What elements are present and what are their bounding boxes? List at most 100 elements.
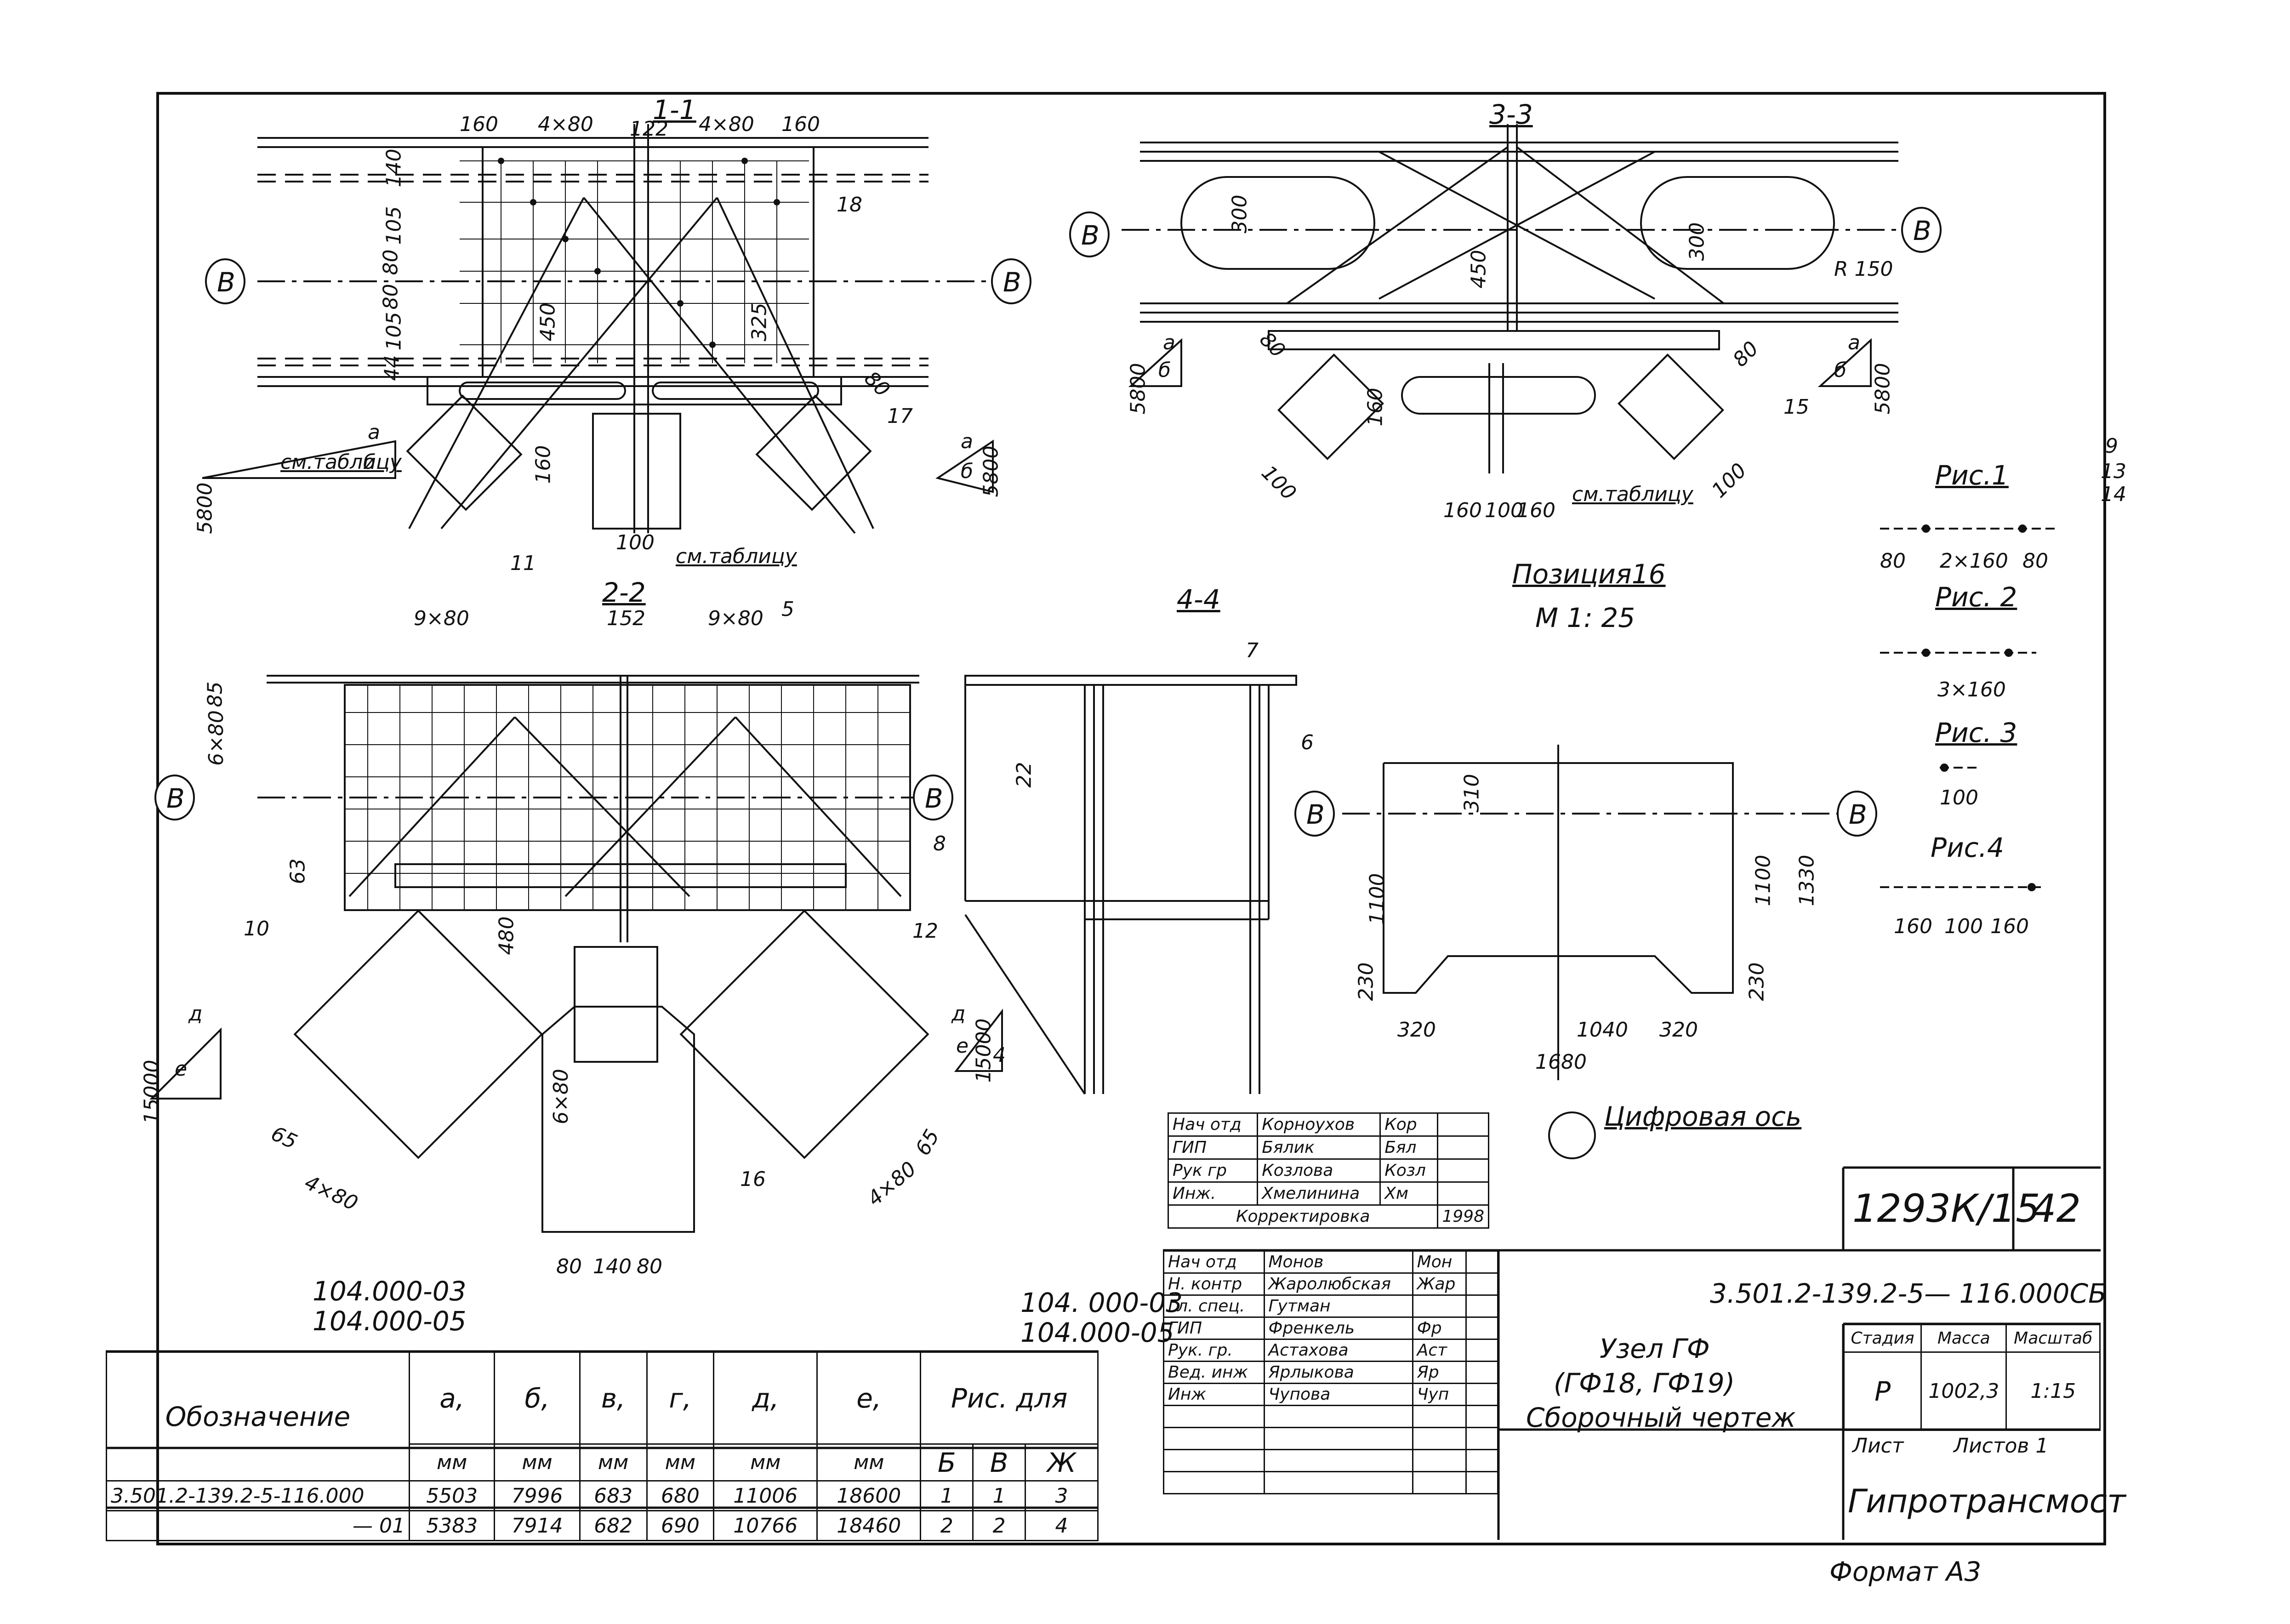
- triangle-v: 5800: [1871, 363, 1895, 415]
- dim: 1330: [1795, 855, 1819, 906]
- callout: 12: [912, 919, 938, 943]
- section-1-1: 1-1: [653, 94, 696, 125]
- dim: 160: [1443, 499, 1482, 522]
- approval-name: Жаролюбская: [1263, 1272, 1413, 1296]
- axis-mark: В: [1003, 267, 1021, 298]
- dim: 80: [379, 284, 403, 310]
- see-table-note: см.таблицу: [676, 545, 797, 568]
- approval-signature: Аст: [1412, 1339, 1467, 1362]
- dim: 480: [495, 916, 518, 955]
- callout: 15: [1783, 395, 1809, 419]
- dim: 300: [1228, 194, 1252, 234]
- ref-drawing: 104.000-03: [313, 1276, 467, 1307]
- mass-value: 1002,3: [1920, 1351, 2007, 1431]
- approval-signature: Яр: [1412, 1361, 1467, 1384]
- triangle-b: б: [961, 460, 974, 483]
- dim: 80: [637, 1255, 662, 1278]
- dim: 100: [1940, 786, 1978, 809]
- dim: 230: [1745, 962, 1769, 1001]
- approval-role: Гл. спец.: [1163, 1294, 1265, 1318]
- drawing-frame: [156, 92, 2106, 1545]
- triangle-b: б: [1834, 359, 1847, 382]
- document-code: 3.501.2-139.2-5— 116.000СБ: [1710, 1278, 2107, 1309]
- axis-mark: В: [1306, 799, 1325, 830]
- approval-signature: Хм: [1379, 1181, 1439, 1206]
- approval-role: Нач отд: [1163, 1250, 1265, 1274]
- dim: 160: [781, 113, 820, 136]
- approval-role: Вед. инж: [1163, 1361, 1265, 1384]
- dim: 80: [556, 1255, 582, 1278]
- triangle-a: д: [188, 1002, 203, 1026]
- dim: 2×160: [1940, 549, 2008, 573]
- spec-table: Обозначение а, б, в, г, д, е, Рис. для м…: [106, 1351, 1099, 1541]
- callout: 16: [740, 1168, 766, 1191]
- dim: 4×80: [699, 113, 754, 136]
- dim: 63: [286, 858, 310, 884]
- approval-signature: Фр: [1412, 1316, 1467, 1340]
- drawing-title-1: Узел ГФ: [1600, 1333, 1710, 1364]
- dim: 320: [1659, 1018, 1698, 1042]
- scale-label: Масштаб: [2005, 1324, 2101, 1353]
- dim: 122: [630, 117, 668, 141]
- spec-header-col: е,: [816, 1351, 922, 1445]
- spec-cell: 5383: [408, 1510, 496, 1541]
- approval-name: Астахова: [1263, 1339, 1413, 1362]
- triangle-a: а: [368, 421, 380, 444]
- spec-cell: 7996: [494, 1480, 581, 1511]
- dim: 450: [1467, 250, 1491, 289]
- drawing-title-3: Сборочный чертеж: [1526, 1402, 1796, 1433]
- spec-cell: 18460: [816, 1510, 922, 1541]
- spec-header-col: б,: [494, 1351, 581, 1445]
- dim: 160: [1990, 915, 2029, 938]
- dim: 325: [747, 302, 771, 342]
- callout: 11: [510, 552, 536, 575]
- spec-unit: мм: [816, 1443, 922, 1482]
- dim: 450: [536, 302, 560, 342]
- correction-label: Корректировка: [1167, 1204, 1439, 1229]
- spec-ris: 4: [1025, 1510, 1099, 1541]
- spec-cell: 682: [579, 1510, 648, 1541]
- dim: 80: [379, 249, 403, 275]
- table-row: 3.501.2-139.2-5-116.000 5503 7996 683 68…: [106, 1480, 1099, 1511]
- pic1-title: Рис.1: [1935, 460, 2009, 491]
- callout: 10: [244, 917, 269, 940]
- callout: 4: [993, 1043, 1006, 1067]
- approval-signature: Козл: [1379, 1158, 1439, 1183]
- triangle-a: а: [1848, 331, 1860, 354]
- dim: 80: [2022, 549, 2048, 573]
- view-1-1-geometry: [257, 124, 993, 534]
- axis-mark: В: [1849, 799, 1867, 830]
- approval-role: Нач отд: [1167, 1112, 1259, 1137]
- sheets-label: Листов 1: [1954, 1434, 2049, 1458]
- approval-name: Ярлыкова: [1263, 1361, 1413, 1384]
- approval-signature: Жар: [1412, 1272, 1467, 1296]
- dim: 100: [616, 531, 655, 554]
- approval-signature: Чуп: [1412, 1383, 1467, 1406]
- sheet-code: 1293К/15: [1852, 1186, 2040, 1231]
- dim: 140: [382, 148, 406, 188]
- spec-cell: 690: [646, 1510, 715, 1541]
- callout: 5: [781, 598, 794, 621]
- spec-cell: 11006: [713, 1480, 818, 1511]
- callout: 18: [837, 193, 862, 217]
- axis-mark: В: [166, 783, 185, 814]
- sheet-format: Формат А3: [1829, 1556, 1982, 1587]
- approval-signature: Мон: [1412, 1250, 1467, 1274]
- pic2-title: Рис. 2: [1935, 581, 2017, 613]
- spec-unit: мм: [713, 1443, 818, 1482]
- axis-mark: В: [1081, 220, 1099, 251]
- triangle-a: а: [1163, 331, 1175, 354]
- spec-row-name: — 01: [106, 1510, 410, 1541]
- spec-header-designation: Обозначение: [106, 1351, 410, 1482]
- approval-name: Френкель: [1263, 1316, 1413, 1340]
- approval-role: Рук. гр.: [1163, 1339, 1265, 1362]
- spec-cell: 5503: [408, 1480, 496, 1511]
- spec-ris: 1: [972, 1480, 1026, 1511]
- spec-cell: 7914: [494, 1510, 581, 1541]
- pic3-title: Рис. 3: [1935, 717, 2017, 748]
- plate-geometry: [1342, 745, 1839, 1159]
- dim: 6×80: [549, 1069, 573, 1124]
- position-16-title: Позиция16: [1512, 558, 1666, 590]
- section-2-2: 2-2: [602, 577, 646, 608]
